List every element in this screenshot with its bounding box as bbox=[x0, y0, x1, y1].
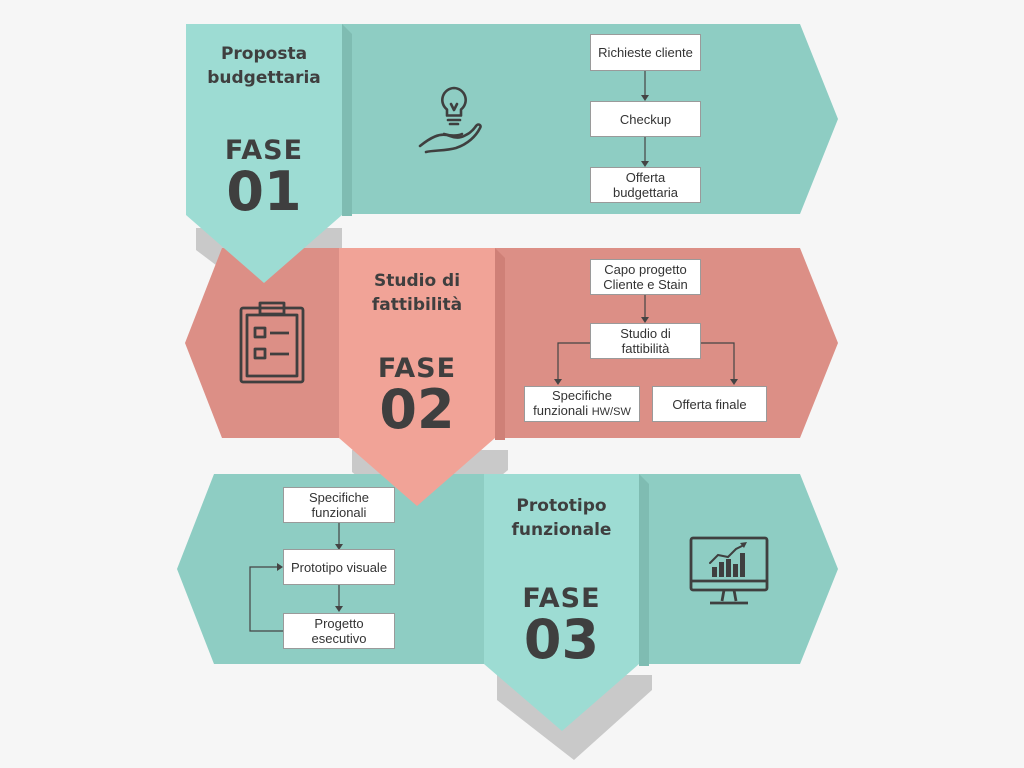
phase1-number: 01 bbox=[226, 160, 302, 223]
box-capo-progetto-line1: Capo progetto bbox=[604, 262, 687, 277]
box-studio-line1: Studio di bbox=[620, 326, 671, 341]
monitor-chart-icon bbox=[689, 536, 769, 605]
phase1-title-line1: Proposta bbox=[220, 44, 308, 64]
phase2-tab bbox=[339, 248, 495, 506]
box-checkup: Checkup bbox=[590, 101, 701, 137]
phase3-tab bbox=[484, 474, 639, 731]
box-studio-fattibilita: Studio di fattibilità bbox=[590, 323, 701, 359]
phase3-arrowheads bbox=[277, 544, 343, 612]
phase2-tab-fold bbox=[495, 248, 505, 440]
box-progetto-line1: Progetto bbox=[314, 616, 364, 631]
phase3-number: 03 bbox=[523, 608, 600, 671]
phase3-connectors bbox=[249, 523, 340, 632]
phase2-title: Studio di fattibilità bbox=[339, 269, 495, 317]
box-studio-line2: fattibilità bbox=[621, 341, 670, 356]
box-progetto-line2: esecutivo bbox=[311, 631, 367, 646]
box-offerta-line2: budgettaria bbox=[612, 185, 679, 200]
phase1-tab bbox=[186, 24, 342, 283]
phase1-title-line2: budgettaria bbox=[207, 68, 321, 88]
box-offerta-finale: Offerta finale bbox=[652, 386, 767, 422]
box-specifiche-funzionali: Specifiche funzionali bbox=[283, 487, 395, 523]
box-capo-progetto-line2: Cliente e Stain bbox=[603, 277, 688, 292]
box-specifiche-line2: funzionali bbox=[311, 505, 367, 520]
box-specifiche-hw-line2: funzionali bbox=[533, 403, 589, 418]
box-richieste-cliente: Richieste cliente bbox=[590, 34, 701, 71]
phase1-fase-label: FASE bbox=[224, 135, 304, 166]
box-offerta-line1: Offerta bbox=[625, 170, 666, 185]
box-specifiche-hw-line1: Specifiche bbox=[552, 388, 612, 403]
box-specifiche-line1: Specifiche bbox=[309, 490, 369, 505]
box-richieste-cliente-text: Richieste cliente bbox=[598, 45, 693, 60]
phase3-title-line2: funzionale bbox=[511, 520, 612, 540]
box-specifiche-hw-suffix: HW/SW bbox=[591, 406, 631, 418]
phase2-number: 02 bbox=[379, 378, 455, 441]
clipboard-checklist-icon bbox=[239, 301, 305, 384]
phase2-fase-label: FASE bbox=[377, 353, 457, 384]
box-checkup-text: Checkup bbox=[619, 111, 672, 127]
phase2-title-line2: fattibilità bbox=[371, 295, 463, 315]
lightbulb-hand-icon bbox=[418, 86, 482, 154]
phase3-tab-fold bbox=[639, 474, 649, 666]
phase3-fase-label: FASE bbox=[522, 583, 601, 614]
box-specifiche-hw-sw: Specifiche funzionali HW/SW bbox=[524, 386, 640, 422]
phase2-arrowheads bbox=[554, 317, 738, 385]
box-offerta-finale-text: Offerta finale bbox=[672, 396, 747, 412]
phase1-title: Proposta budgettaria bbox=[186, 42, 342, 90]
box-progetto-esecutivo: Progetto esecutivo bbox=[283, 613, 395, 649]
box-prototipo-visuale: Prototipo visuale bbox=[283, 549, 395, 585]
phase3-title: Prototipo funzionale bbox=[484, 494, 639, 542]
box-prototipo-text: Prototipo visuale bbox=[290, 559, 388, 575]
phase1-tab-fold bbox=[342, 24, 352, 216]
box-capo-progetto: Capo progetto Cliente e Stain bbox=[590, 259, 701, 295]
phase1-arrowheads bbox=[641, 95, 649, 167]
box-offerta-budgettaria: Offerta budgettaria bbox=[590, 167, 701, 203]
phase3-title-line1: Prototipo bbox=[516, 496, 607, 516]
phase2-connectors bbox=[557, 295, 735, 380]
phase2-title-line1: Studio di bbox=[373, 271, 461, 291]
